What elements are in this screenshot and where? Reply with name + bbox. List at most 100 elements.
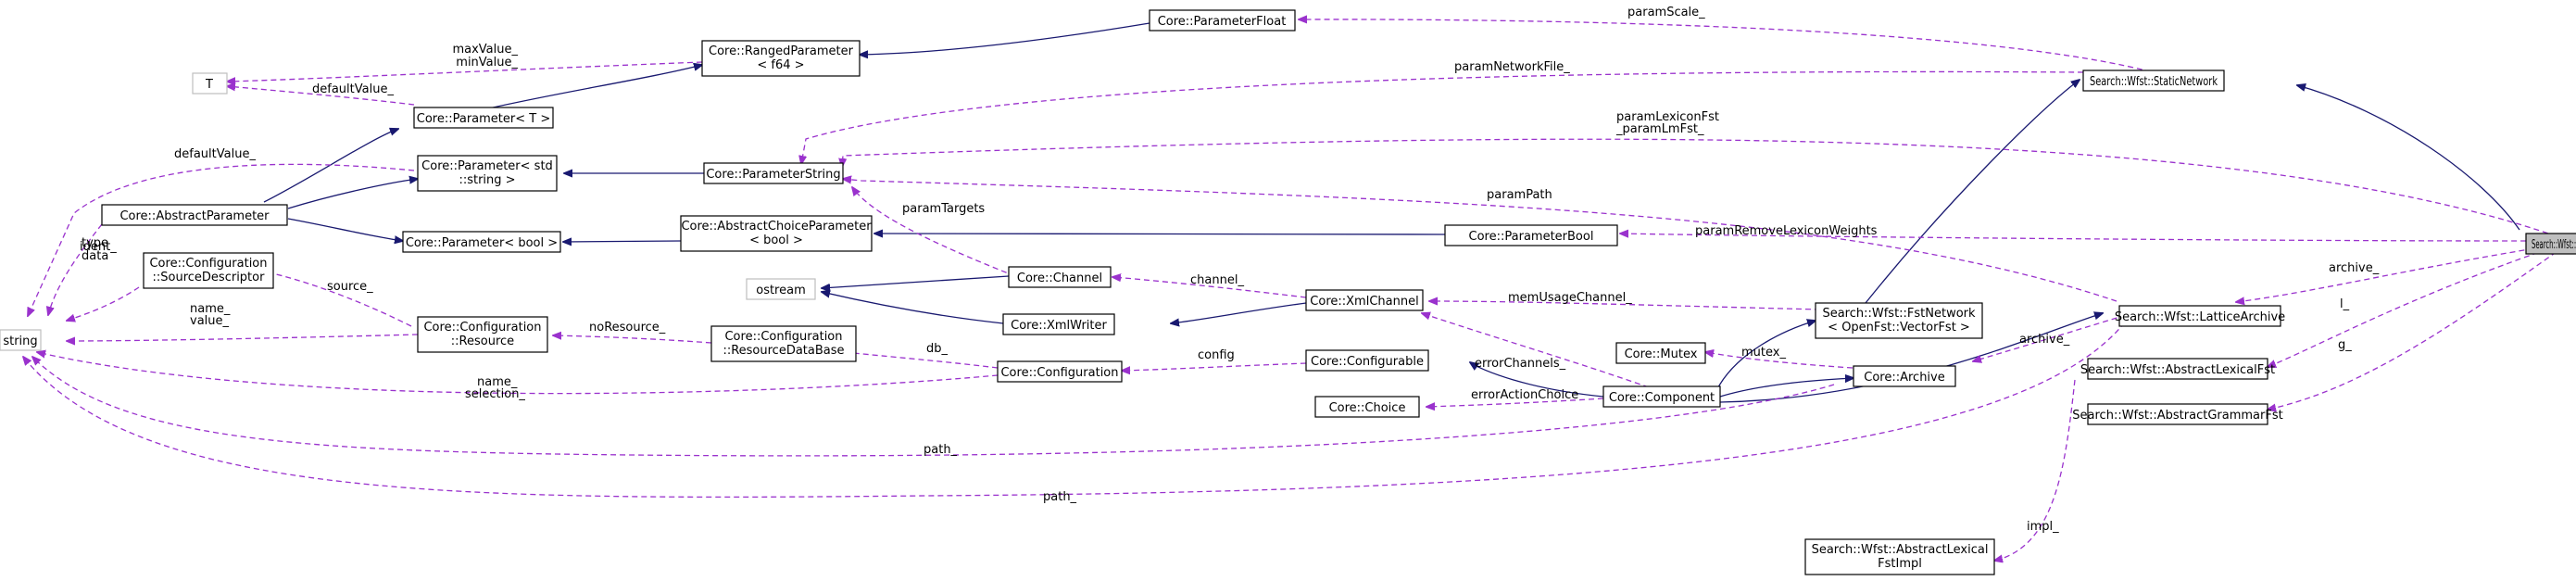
edge-path-archive [32, 357, 1835, 457]
label-mutex: mutex_ [1741, 346, 1786, 360]
edge-erroractionchoice [1426, 398, 1604, 407]
edge-fstnetwork-staticnetwork [1865, 80, 2080, 304]
node-mutex[interactable]: Core::Mutex [1615, 342, 1706, 364]
svg-text:Core::ParameterFloat: Core::ParameterFloat [1158, 15, 1287, 29]
label-memusagechannel: memUsageChannel_ [1508, 291, 1632, 305]
label-paramscale: paramScale_ [1627, 6, 1705, 19]
svg-text:Core::Configuration: Core::Configuration [1000, 366, 1118, 380]
svg-text:Core::Configurable: Core::Configurable [1311, 355, 1424, 369]
label-minvalue: minValue_ [456, 56, 518, 69]
svg-text:T: T [205, 78, 213, 92]
edge-labels: paramScale_ maxValue_ minValue_ defaultV… [80, 6, 2380, 534]
svg-text:Core::Parameter< bool >: Core::Parameter< bool > [406, 236, 558, 250]
node-abstract-lexical-fst-impl[interactable]: Search::Wfst::AbstractLexical FstImpl [1804, 538, 1995, 575]
node-channel[interactable]: Core::Channel [1008, 266, 1112, 288]
edge-maxvalue-minvalue [227, 61, 703, 82]
inheritance-edges [263, 22, 2520, 403]
node-source-descriptor[interactable]: Core::Configuration ::SourceDescriptor [143, 252, 274, 289]
label-paramlexiconfst: paramLexiconFst [1616, 110, 1719, 124]
svg-text:Core::AbstractChoiceParameter: Core::AbstractChoiceParameter [681, 220, 872, 234]
svg-text:Core::ParameterString: Core::ParameterString [706, 168, 840, 182]
usage-edges [23, 19, 2565, 561]
node-abstract-choice-parameter[interactable]: Core::AbstractChoiceParameter < bool > [680, 215, 873, 252]
node-static-network[interactable]: Search::Wfst::StaticNetwork [2082, 69, 2225, 92]
node-xml-writer[interactable]: Core::XmlWriter [1002, 313, 1115, 335]
node-parameter-string[interactable]: Core::ParameterString [703, 162, 844, 184]
label-config: config [1198, 348, 1235, 362]
label-maxvalue: maxValue_ [452, 43, 518, 57]
edge-abstractparameter-parameterstdstring [287, 179, 418, 209]
edge-parameterfloat-rangedparameter [860, 22, 1150, 55]
node-parameter-float[interactable]: Core::ParameterFloat [1149, 9, 1296, 32]
label-paramlmfst: _paramLmFst_ [1615, 122, 1704, 136]
node-abstract-parameter[interactable]: Core::AbstractParameter [101, 204, 288, 226]
svg-text:Search::Wfst::AbstractLexicalF: Search::Wfst::AbstractLexicalFst [2080, 363, 2275, 377]
node-resource-database[interactable]: Core::Configuration ::ResourceDataBase [710, 325, 857, 362]
edge-abstractparameter-parametert [263, 129, 398, 203]
edge-g [2268, 246, 2565, 410]
svg-text:ostream: ostream [756, 284, 806, 297]
node-fst-network[interactable]: Search::Wfst::FstNetwork < OpenFst::Vect… [1815, 302, 1983, 339]
svg-text:FstImpl: FstImpl [1878, 557, 1922, 571]
svg-text:Search::Wfst::FstNetwork: Search::Wfst::FstNetwork [1822, 307, 1976, 321]
edge-latticenetwork-staticnetwork [2297, 85, 2520, 231]
svg-text:Core::XmlWriter: Core::XmlWriter [1011, 319, 1107, 333]
edge-parameterbool-abstractchoice [563, 241, 682, 242]
edge-l [2268, 246, 2557, 367]
node-lattice-archive[interactable]: Search::Wfst::LatticeArchive [2115, 305, 2285, 327]
node-ostream[interactable]: ostream [746, 278, 816, 300]
svg-text:Core::RangedParameter: Core::RangedParameter [709, 44, 854, 58]
svg-text:< f64 >: < f64 > [757, 58, 804, 72]
node-component[interactable]: Core::Component [1602, 385, 1721, 408]
label-source: source_ [327, 280, 373, 294]
edge-component-archive [1719, 378, 1853, 398]
edge-name-value [67, 334, 419, 341]
svg-text:Core::Parameter< T >: Core::Parameter< T > [417, 112, 550, 126]
node-parameter-t[interactable]: Core::Parameter< T > [413, 107, 554, 129]
svg-text:Search::Wfst::LatticeNetwork: Search::Wfst::LatticeNetwork [2532, 238, 2576, 252]
label-ident: ident_ [80, 240, 117, 254]
node-parameter-bool[interactable]: Core::ParameterBool [1444, 224, 1618, 246]
label-name-value-value: value_ [190, 314, 230, 328]
svg-text:Core::AbstractParameter: Core::AbstractParameter [119, 209, 270, 223]
svg-text:Search::Wfst::AbstractLexical: Search::Wfst::AbstractLexical [1812, 543, 1989, 557]
edge-defaultvalue-string [28, 163, 415, 316]
edge-memusagechannel [1429, 301, 1821, 310]
node-choice[interactable]: Core::Choice [1314, 396, 1420, 418]
node-string[interactable]: string [0, 329, 42, 351]
svg-text:Core::Mutex: Core::Mutex [1625, 347, 1698, 361]
label-archive-ln: archive_ [2329, 261, 2380, 275]
node-lattice-network[interactable]: Search::Wfst::LatticeNetwork [2525, 233, 2576, 255]
svg-text:Search::Wfst::StaticNetwork: Search::Wfst::StaticNetwork [2090, 75, 2218, 89]
edge-archive-fst [1973, 314, 2127, 361]
edge-parametert-rangedparameter [480, 65, 702, 111]
node-parameter-bool-template[interactable]: Core::Parameter< bool > [402, 231, 561, 253]
node-parameter-std-string[interactable]: Core::Parameter< std ::string > [417, 155, 558, 192]
node-xml-channel[interactable]: Core::XmlChannel [1305, 289, 1424, 311]
label-parampath: paramPath [1487, 188, 1552, 202]
label-channel: channel_ [1190, 273, 1244, 287]
label-paramremovelexiconweights: paramRemoveLexiconWeights [1695, 224, 1878, 238]
label-defaultvalue-string: defaultValue_ [174, 147, 256, 161]
svg-text:Core::ParameterBool: Core::ParameterBool [1469, 230, 1594, 244]
edge-component-latticearchive [1719, 313, 2103, 403]
edge-channel [1112, 277, 1307, 298]
node-configurable[interactable]: Core::Configurable [1305, 349, 1429, 372]
label-paramtargets: paramTargets [902, 202, 985, 216]
label-name-value-name: name_ [190, 302, 231, 316]
node-archive[interactable]: Core::Archive [1853, 365, 1956, 387]
svg-text:Core::Configuration: Core::Configuration [423, 321, 541, 335]
edge-archive-ln [2236, 245, 2553, 302]
label-path-archive: path_ [924, 443, 958, 457]
node-abstract-lexical-fst[interactable]: Search::Wfst::AbstractLexicalFst [2080, 358, 2275, 380]
node-ranged-parameter[interactable]: Core::RangedParameter < f64 > [701, 40, 861, 77]
label-impl: impl_ [2027, 520, 2059, 534]
edge-type-data [67, 286, 140, 321]
label-errorchannels: errorChannels_ [1475, 357, 1566, 371]
node-t[interactable]: T [192, 72, 228, 95]
node-configuration[interactable]: Core::Configuration [997, 360, 1123, 383]
node-resource[interactable]: Core::Configuration ::Resource [417, 316, 548, 353]
node-abstract-grammar-fst[interactable]: Search::Wfst::AbstractGrammarFst [2072, 403, 2283, 425]
edge-impl [1994, 379, 2076, 561]
svg-text:Core::Configuration: Core::Configuration [149, 257, 267, 271]
